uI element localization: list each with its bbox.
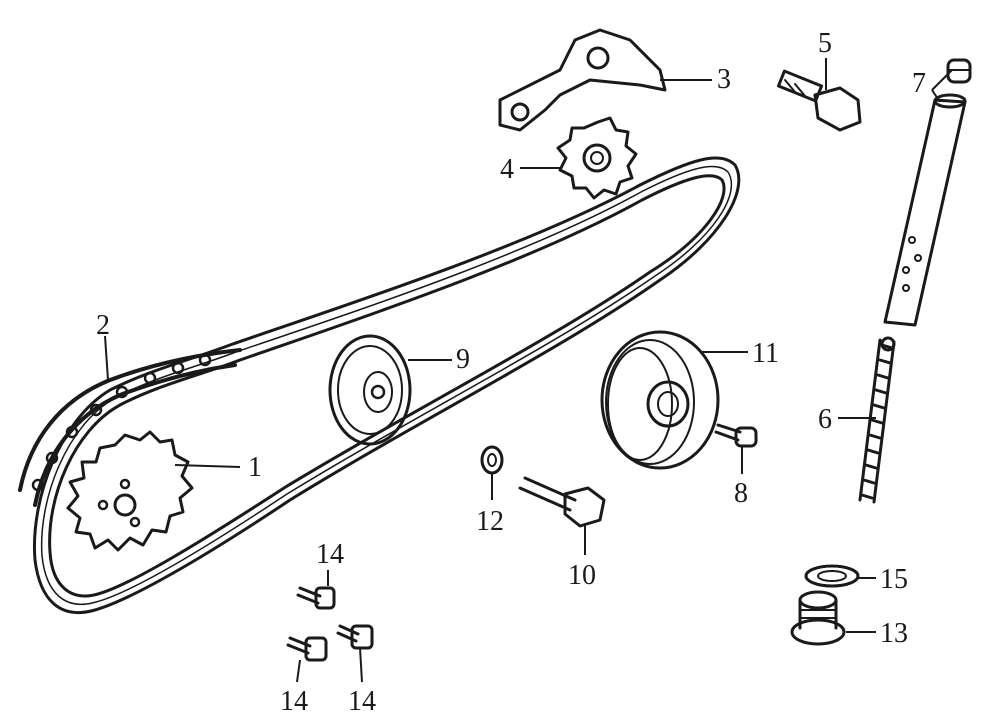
roller-bolt [714,423,758,448]
tensioner-bracket [498,28,667,132]
callout-2: 2 [96,310,110,341]
cam-sprocket [556,116,638,200]
sealing-washer [804,564,860,588]
callout-7: 7 [912,68,926,99]
callout-5: 5 [818,28,832,59]
callout-14-right: 14 [348,686,376,717]
washer [480,445,504,475]
callout-13: 13 [880,618,908,649]
tensioner-bolt [776,69,862,132]
tensioner-roller [600,330,720,470]
callout-3: 3 [717,64,731,95]
callout-6: 6 [818,404,832,435]
bolt-14-top [296,586,336,610]
sealing-bolt [790,590,846,646]
leader-lines [104,58,953,683]
callout-14-left: 14 [280,686,308,717]
callout-11: 11 [752,338,779,369]
bolt-14-left [286,636,328,662]
pivot-bolt [518,476,606,528]
tensioner-spring [858,336,896,504]
callout-4: 4 [500,154,514,185]
tensioner-guide-tube [883,93,967,327]
callout-10: 10 [568,560,596,591]
guide-roller [328,334,412,446]
crank-sprocket [66,430,194,552]
callout-9: 9 [456,344,470,375]
callout-12: 12 [476,506,504,537]
callout-14-top: 14 [316,539,344,570]
chain-links [18,348,242,507]
callout-1: 1 [248,452,262,483]
callout-8: 8 [734,478,748,509]
bolt-14-right [336,624,374,650]
callout-15: 15 [880,564,908,595]
callout-labels: 1 2 3 4 5 6 7 8 9 10 11 12 13 14 14 14 1… [96,28,926,717]
